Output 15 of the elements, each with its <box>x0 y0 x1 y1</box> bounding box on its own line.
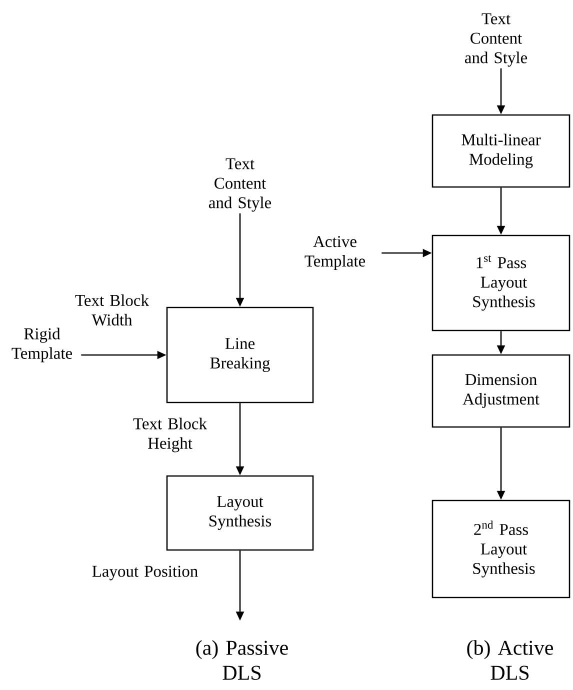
process-box: Dimension Adjustment <box>432 354 570 428</box>
edge-label: Layout Position <box>92 566 198 580</box>
edge-label: Text Block Width <box>75 294 149 326</box>
caption: (b) Active DLS <box>467 640 553 680</box>
caption: (a) Passive DLS <box>196 640 288 680</box>
process-box: Line Breaking <box>166 306 314 404</box>
process-box: $\text{1}^{\text{st}}\text{ Pass}\allowbreak\text{ Layout}\allowbreak\text{ Synthesis}$ <box>432 234 570 332</box>
input-label: Active Template <box>304 236 366 270</box>
edge-label: Text Block Height <box>133 418 207 452</box>
input-label: Rigid Template <box>12 328 72 362</box>
input-label: Text Content and Style <box>464 13 528 67</box>
process-box: $\text{2}^{\text{nd}}\text{ Pass}\allowbreak\text{ Layout}\allowbreak\text{ Synthesis}$ <box>432 500 570 598</box>
process-box: Layout Synthesis <box>166 475 314 551</box>
process-box: Multi-linear Modeling <box>432 114 570 188</box>
input-label: Text Content and Style <box>208 158 272 212</box>
